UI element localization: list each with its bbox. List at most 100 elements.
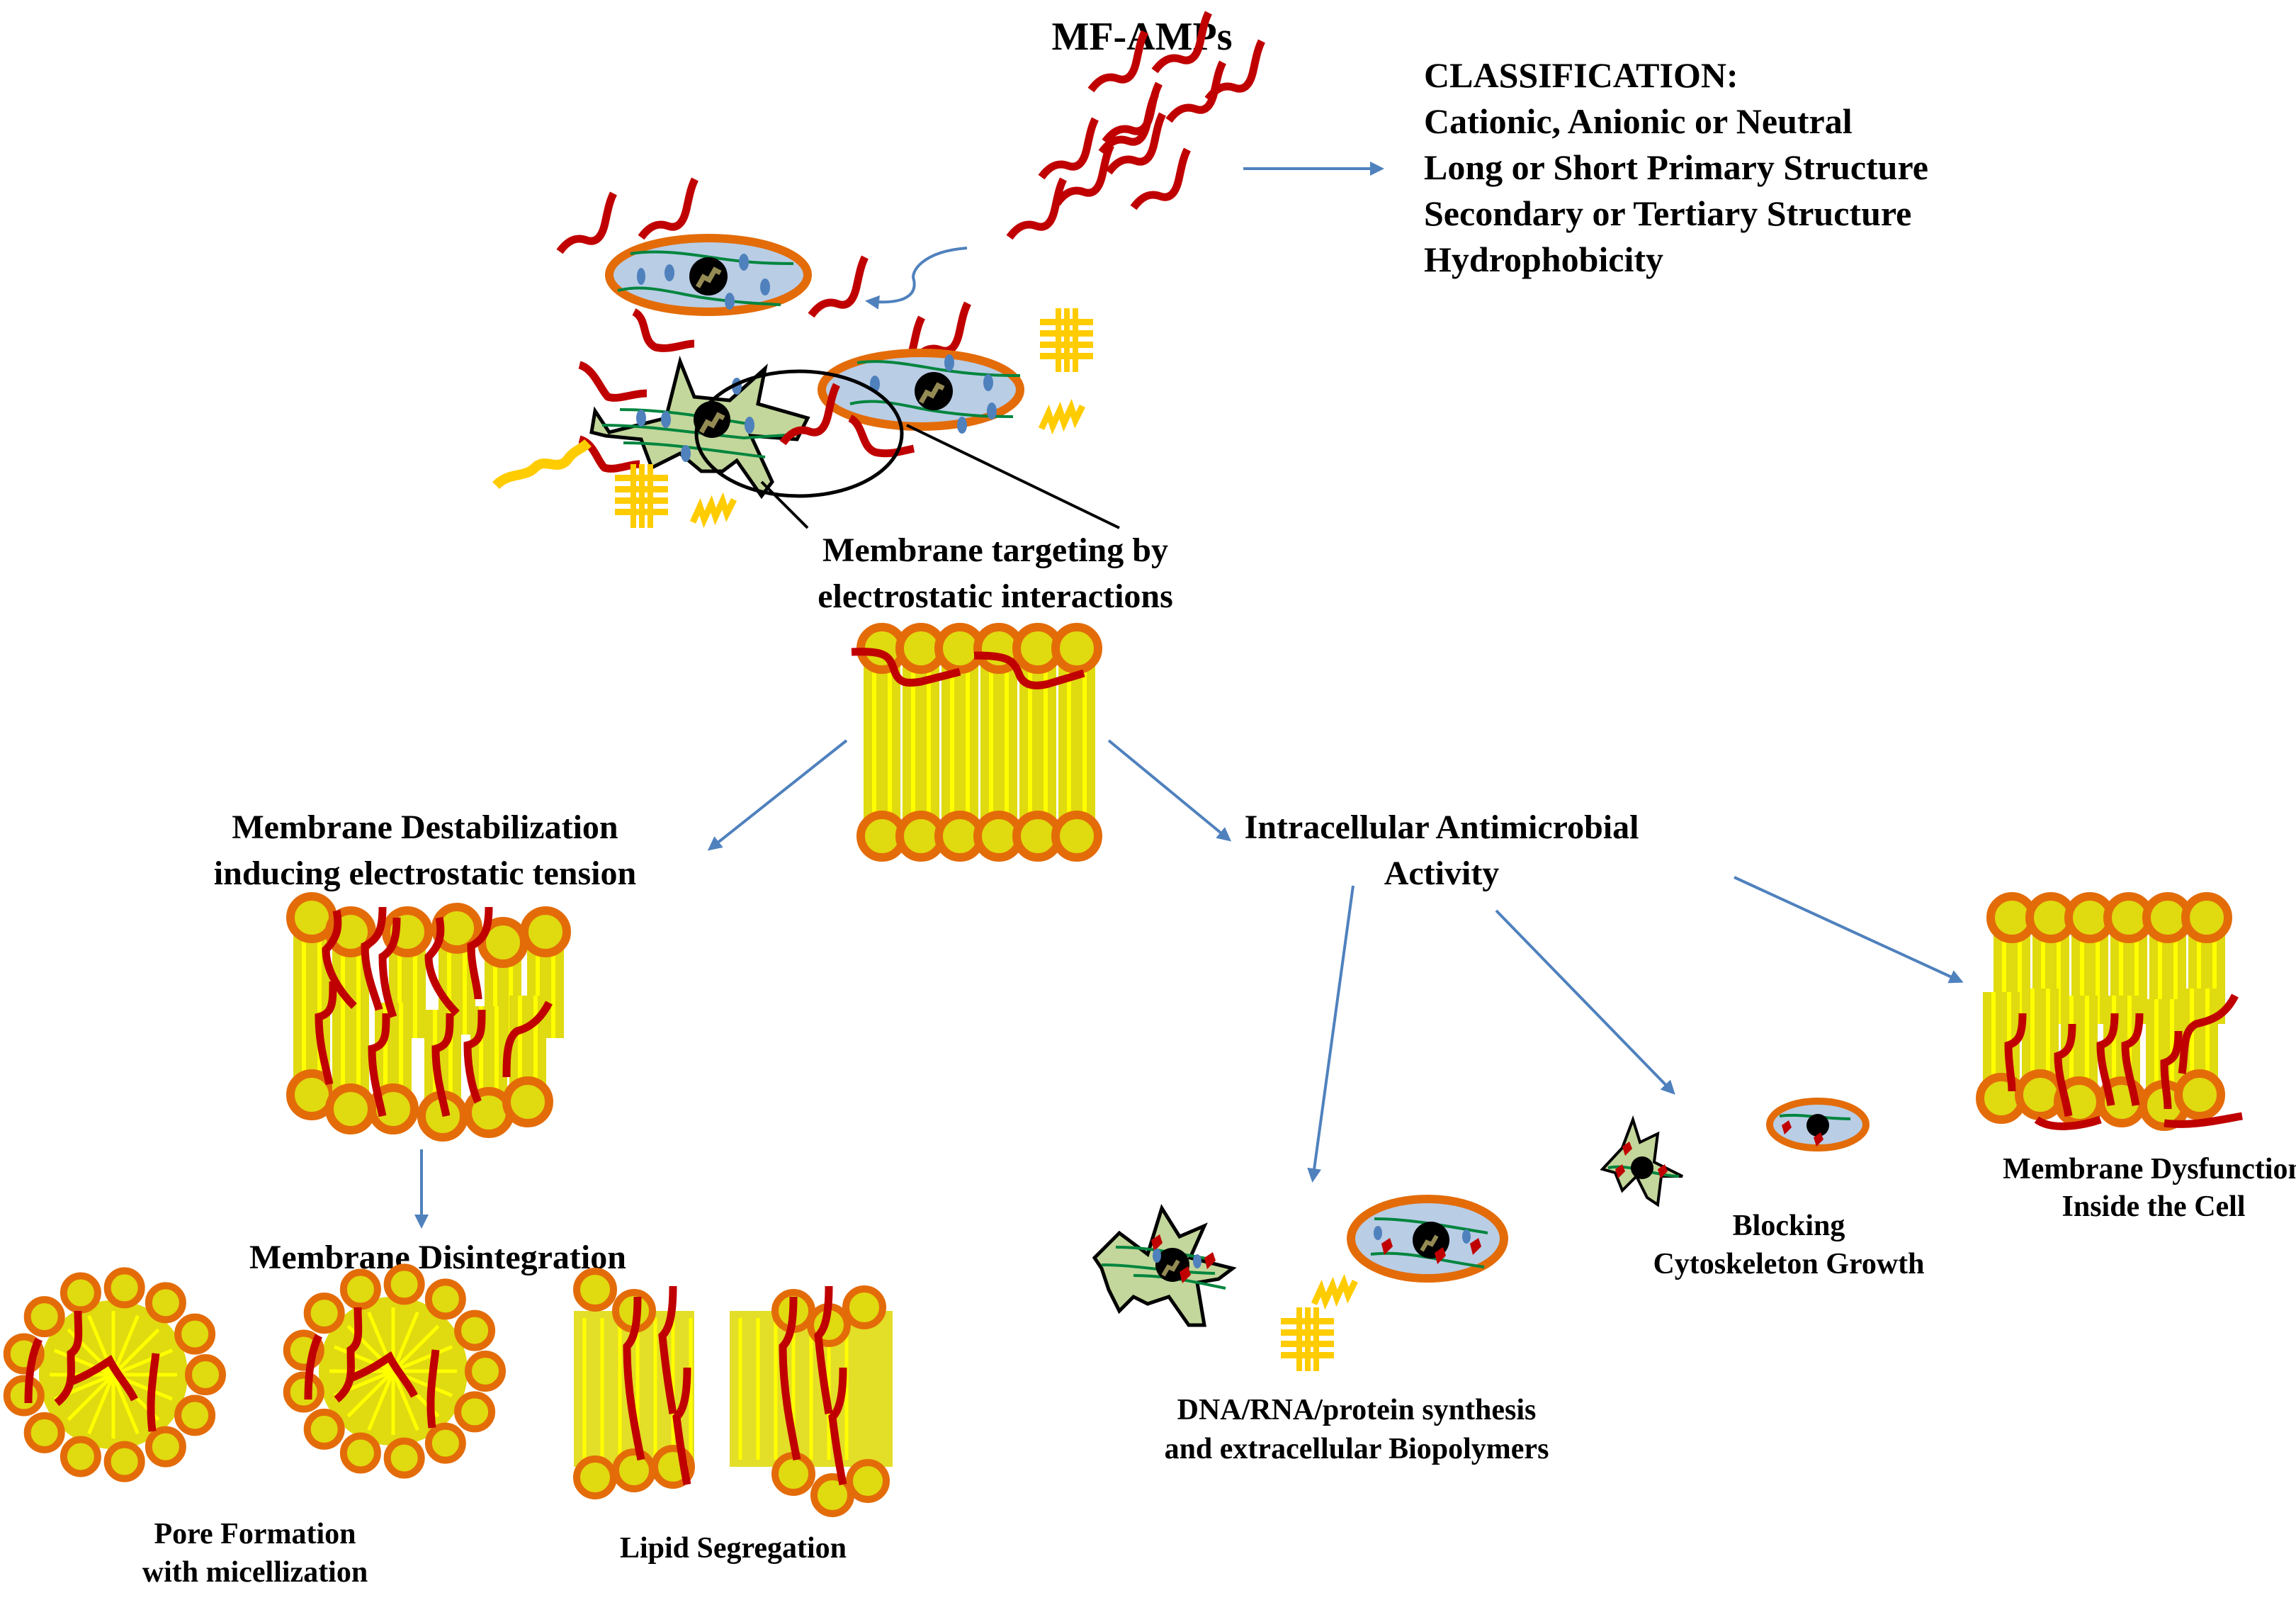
lipid-head [174, 1395, 216, 1436]
classification-item: Cationic, Anionic or Neutral [1424, 101, 1853, 141]
classification-item: Secondary or Tertiary Structure [1424, 193, 1911, 233]
peptide [779, 1296, 801, 1461]
biopolymer-mesh [1281, 1307, 1334, 1371]
dysfunction-bilayer [1980, 896, 2243, 1128]
destabilization-label: inducing electrostatic tension [214, 855, 636, 892]
lipid-head [339, 1268, 381, 1310]
lipid-head [454, 1391, 496, 1433]
peptide [2164, 1112, 2243, 1128]
lipid-head [842, 1285, 886, 1329]
biopolymer-mesh [1040, 308, 1093, 372]
bacterium-middle [818, 303, 1024, 458]
peptide [361, 906, 387, 1011]
lipid-head [145, 1282, 186, 1324]
pore-micelle [3, 1267, 226, 1482]
bacterium-synthesis [1347, 1195, 1508, 1283]
peptide [973, 651, 1085, 689]
lipid-head [454, 1310, 496, 1351]
biopolymer-zigzag [1314, 1281, 1355, 1304]
intracellular-label: Intracellular Antimicrobial [1245, 809, 1639, 846]
peptide [426, 1349, 440, 1429]
peptide [467, 906, 493, 1000]
peptide [322, 909, 357, 1009]
biopolymer-zigzag [1041, 406, 1082, 429]
pore-formation-label: Pore Formation [154, 1518, 356, 1550]
classification-item: Hydrophobicity [1424, 240, 1663, 279]
peptide [334, 1307, 363, 1403]
lipid-head [174, 1313, 216, 1355]
peptide [828, 1367, 847, 1486]
peptide [304, 1334, 322, 1400]
peptide [502, 1001, 553, 1078]
lipid-head [185, 1354, 226, 1395]
synthesis-label: DNA/RNA/protein synthesis [1177, 1394, 1537, 1426]
peptide [672, 1367, 691, 1486]
lipid [329, 1003, 372, 1130]
lipid-head [23, 1412, 65, 1453]
cytoskeleton-label: Cytoskeleton Growth [1653, 1248, 1924, 1280]
peptide [658, 1285, 677, 1414]
biopolymer-mesh [615, 464, 668, 528]
lipid-head [303, 1293, 345, 1334]
lipid-head [145, 1426, 186, 1468]
lipid-head [103, 1267, 145, 1309]
lipid-head [283, 1371, 324, 1413]
lipid-head [383, 1437, 425, 1479]
lipid-head [339, 1432, 381, 1474]
lipid-head [573, 1268, 617, 1312]
classification-heading: CLASSIFICATION: [1424, 55, 1738, 95]
peptide [463, 1009, 486, 1104]
pore-micelle [283, 1263, 506, 1479]
peptide [2004, 1013, 2027, 1092]
central-lipid-bilayer [851, 627, 1098, 857]
lipid-head [424, 1422, 466, 1464]
curved-arrow [865, 247, 968, 310]
peptide [2054, 1023, 2076, 1117]
classification-block: CLASSIFICATION: Cationic, Anionic or Neu… [1424, 55, 1928, 279]
peptide [349, 1351, 418, 1398]
peptide [147, 1353, 160, 1432]
biopolymer-zigzag [693, 500, 734, 522]
disintegration-heading: Membrane Disintegration [249, 1239, 626, 1276]
targeting-label: electrostatic interactions [818, 578, 1173, 615]
classification-item: Long or Short Primary Structure [1424, 147, 1928, 187]
arrow-to-synthesis [1307, 885, 1355, 1183]
lipid-head [846, 1459, 890, 1503]
peptide [368, 1013, 390, 1117]
lipid-head [612, 1448, 656, 1492]
lipid-segregation-cluster [730, 1285, 893, 1517]
arrow-to-dysfunction [1734, 876, 1964, 984]
lipid [1056, 730, 1098, 857]
peptide [2121, 1013, 2144, 1106]
lipid-head [465, 1351, 506, 1392]
focus-ellipse [694, 369, 904, 498]
lipid-head [383, 1263, 425, 1305]
eukaryotic-cell-cytoskeleton [1600, 1115, 1683, 1207]
peptide [24, 1337, 43, 1404]
lipid-head [424, 1278, 466, 1320]
callout-line [760, 480, 809, 529]
lipid-head [60, 1272, 101, 1314]
arrow-to-intracellular [1107, 739, 1232, 842]
lipid-head [810, 1473, 854, 1517]
lipid-head [771, 1452, 815, 1496]
lipid-head [303, 1408, 345, 1450]
bacterium-top [560, 179, 865, 352]
cytoskeleton-label: Blocking [1733, 1210, 1845, 1242]
destabilization-label: Membrane Destabilization [232, 809, 618, 846]
peptide [2096, 1013, 2119, 1106]
peptide [54, 1310, 83, 1407]
pore-formation-label: with micellization [142, 1556, 368, 1589]
peptide [2160, 1030, 2183, 1110]
peptide [851, 648, 961, 687]
dysfunction-label: Inside the Cell [2062, 1190, 2245, 1223]
intracellular-label: Activity [1384, 855, 1500, 892]
lipid-segregation-cluster [573, 1268, 695, 1499]
targeting-label: Membrane targeting by [822, 531, 1168, 569]
lipid-head [60, 1436, 101, 1477]
biopolymer-strand [492, 439, 592, 490]
lipid-head [3, 1375, 45, 1417]
arrow-to-destabilization [707, 739, 848, 851]
peptide [431, 1013, 454, 1117]
